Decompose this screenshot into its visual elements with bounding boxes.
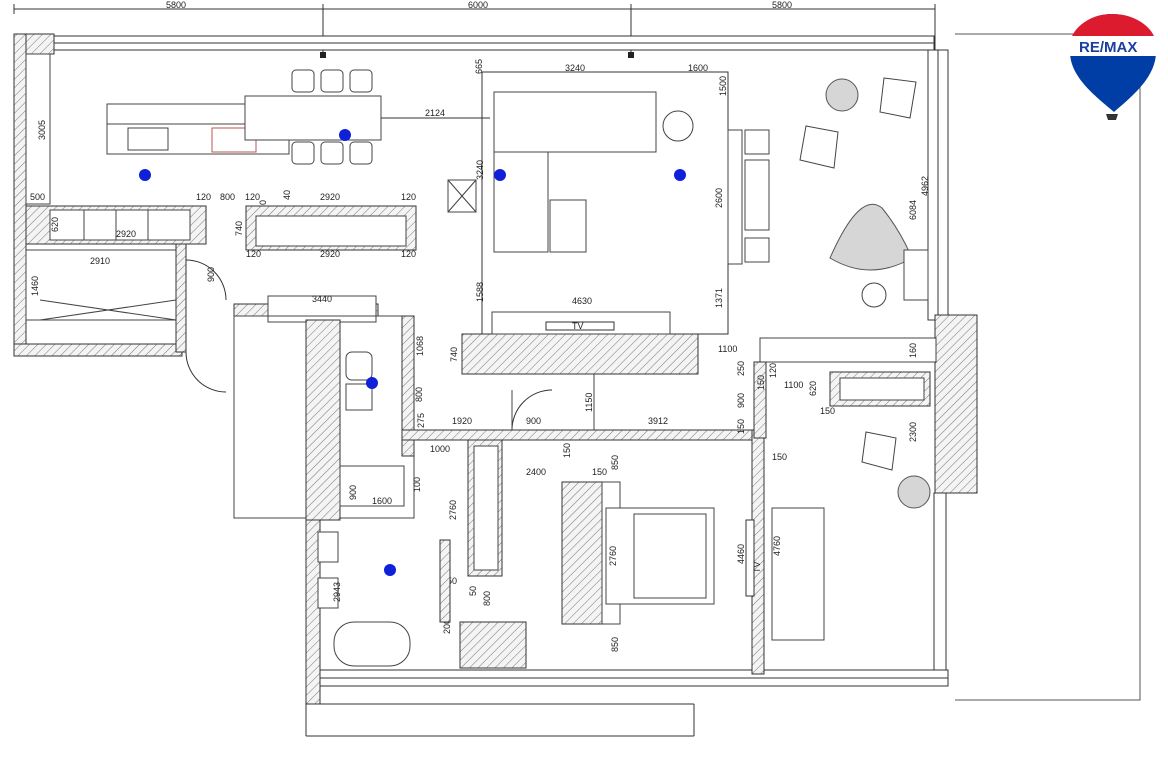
dim-800a: 800: [414, 387, 424, 402]
marker-dot-2: [339, 129, 351, 141]
dim-1150: 1150: [584, 393, 594, 412]
dining-chairs: [291, 69, 373, 165]
dim-2920a: 2920: [116, 229, 136, 239]
dim-275: 275: [416, 413, 426, 428]
dim-250: 250: [736, 361, 746, 376]
dim-50: 50: [468, 586, 478, 596]
dim-40: 40: [282, 190, 292, 200]
dim-620c: 620: [808, 381, 818, 396]
dim-800: 800: [220, 192, 235, 202]
dim-200: 200: [442, 619, 452, 634]
dim-120a: 120: [196, 192, 211, 202]
dim-900c: 900: [736, 393, 746, 408]
dim-1920: 1920: [452, 416, 472, 426]
dim-150g: 150: [592, 467, 607, 477]
remax-logo-text: RE/MAX: [1079, 39, 1137, 56]
marker-dot-6: [384, 564, 396, 576]
bath-zone: 100 900 1600 620 2943 770 2760 2610 150 …: [317, 351, 528, 669]
dim-120e: 120: [401, 249, 416, 259]
dim-2400: 2400: [526, 467, 546, 477]
dim-740a: 740: [234, 221, 244, 236]
dim-4962: 4962: [920, 176, 930, 196]
dim-900b: 900: [526, 416, 541, 426]
dim-500: 500: [30, 192, 45, 202]
dim-1500: 1500: [718, 76, 728, 96]
dim-850c: 850: [610, 637, 620, 652]
hall-zone: 3440 800 275 1000 1920 900 150 1150 3912…: [233, 294, 931, 675]
dim-4460: 4460: [736, 544, 746, 564]
dim-150e: 150: [772, 452, 787, 462]
dim-160: 160: [908, 343, 918, 358]
dim-150c: 150: [756, 375, 766, 390]
dim-800b: 800: [482, 591, 492, 606]
dim-top-3: 5800: [772, 0, 792, 10]
dim-1100a: 1100: [718, 344, 737, 354]
dim-850b: 850: [610, 455, 620, 470]
dim-1600a: 1600: [688, 63, 708, 73]
dim-900d: 900: [348, 485, 358, 500]
dim-900a: 900: [206, 267, 216, 282]
dim-2600: 2600: [714, 188, 724, 208]
dim-1371: 1371: [714, 288, 724, 308]
dim-top-2: 6000: [468, 0, 488, 10]
dim-1588: 1588: [475, 282, 485, 302]
dim-3440: 3440: [312, 294, 332, 304]
marker-dot-1: [139, 169, 151, 181]
dim-2760a: 2760: [448, 500, 458, 520]
dim-150b: 150: [736, 419, 746, 434]
dim-2124: 2124: [425, 108, 445, 118]
marker-dot-5: [366, 377, 378, 389]
remax-logo: RE/MAX: [1070, 14, 1156, 120]
dim-740b: 740: [449, 347, 459, 362]
dim-2920c: 2920: [320, 249, 340, 259]
lounge-zone: 6084 4962 3448: [759, 77, 937, 363]
dim-2300: 2300: [908, 422, 918, 442]
marker-dot-3: [494, 169, 506, 181]
dim-1600b: 1600: [372, 496, 392, 506]
dim-665: 665: [474, 59, 484, 74]
marker-dots: [139, 129, 686, 576]
marker-dot-4: [674, 169, 686, 181]
tv-label-bedroom: TV: [752, 561, 762, 573]
dim-150a: 150: [562, 443, 572, 458]
dim-6084: 6084: [908, 200, 918, 220]
dim-150d: 150: [820, 406, 835, 416]
dim-120b: 120: [245, 192, 260, 202]
living-zone: TV 3240 1600 665 1500 3240 2600 1588 463…: [415, 59, 770, 375]
dim-2910: 2910: [90, 256, 110, 266]
dim-3240a: 3240: [565, 63, 585, 73]
dim-1000: 1000: [430, 444, 450, 454]
dim-1100b: 1100: [784, 380, 803, 390]
dim-80: 80: [258, 200, 268, 210]
dim-top-1: 5800: [166, 0, 186, 10]
dim-2920b: 2920: [320, 192, 340, 202]
dim-620a: 620: [50, 217, 60, 232]
dim-4630: 4630: [572, 296, 592, 306]
dim-3240b: 3240: [475, 160, 485, 180]
dim-4760: 4760: [772, 536, 782, 556]
bedroom-zone: 2400 150 850 2760 850 4460 4760 TV: [526, 455, 825, 652]
dim-120c: 120: [401, 192, 416, 202]
dim-3005: 3005: [37, 120, 47, 140]
outer-walls: [13, 33, 1141, 737]
dim-1068: 1068: [415, 336, 425, 356]
dim-120f: 120: [768, 363, 778, 378]
dim-2760b: 2760: [608, 546, 618, 566]
tv-label-living: TV: [572, 321, 584, 331]
top-dimension-line: 5800 6000 5800: [13, 0, 936, 58]
kitchen-zone: 2124 3005 500 620 2920 120 800 120 40 29…: [25, 69, 490, 393]
dim-1460: 1460: [30, 276, 40, 296]
dim-3912: 3912: [648, 416, 668, 426]
dim-2943: 2943: [332, 582, 342, 602]
dim-120d: 120: [246, 249, 261, 259]
dim-100: 100: [412, 477, 422, 492]
